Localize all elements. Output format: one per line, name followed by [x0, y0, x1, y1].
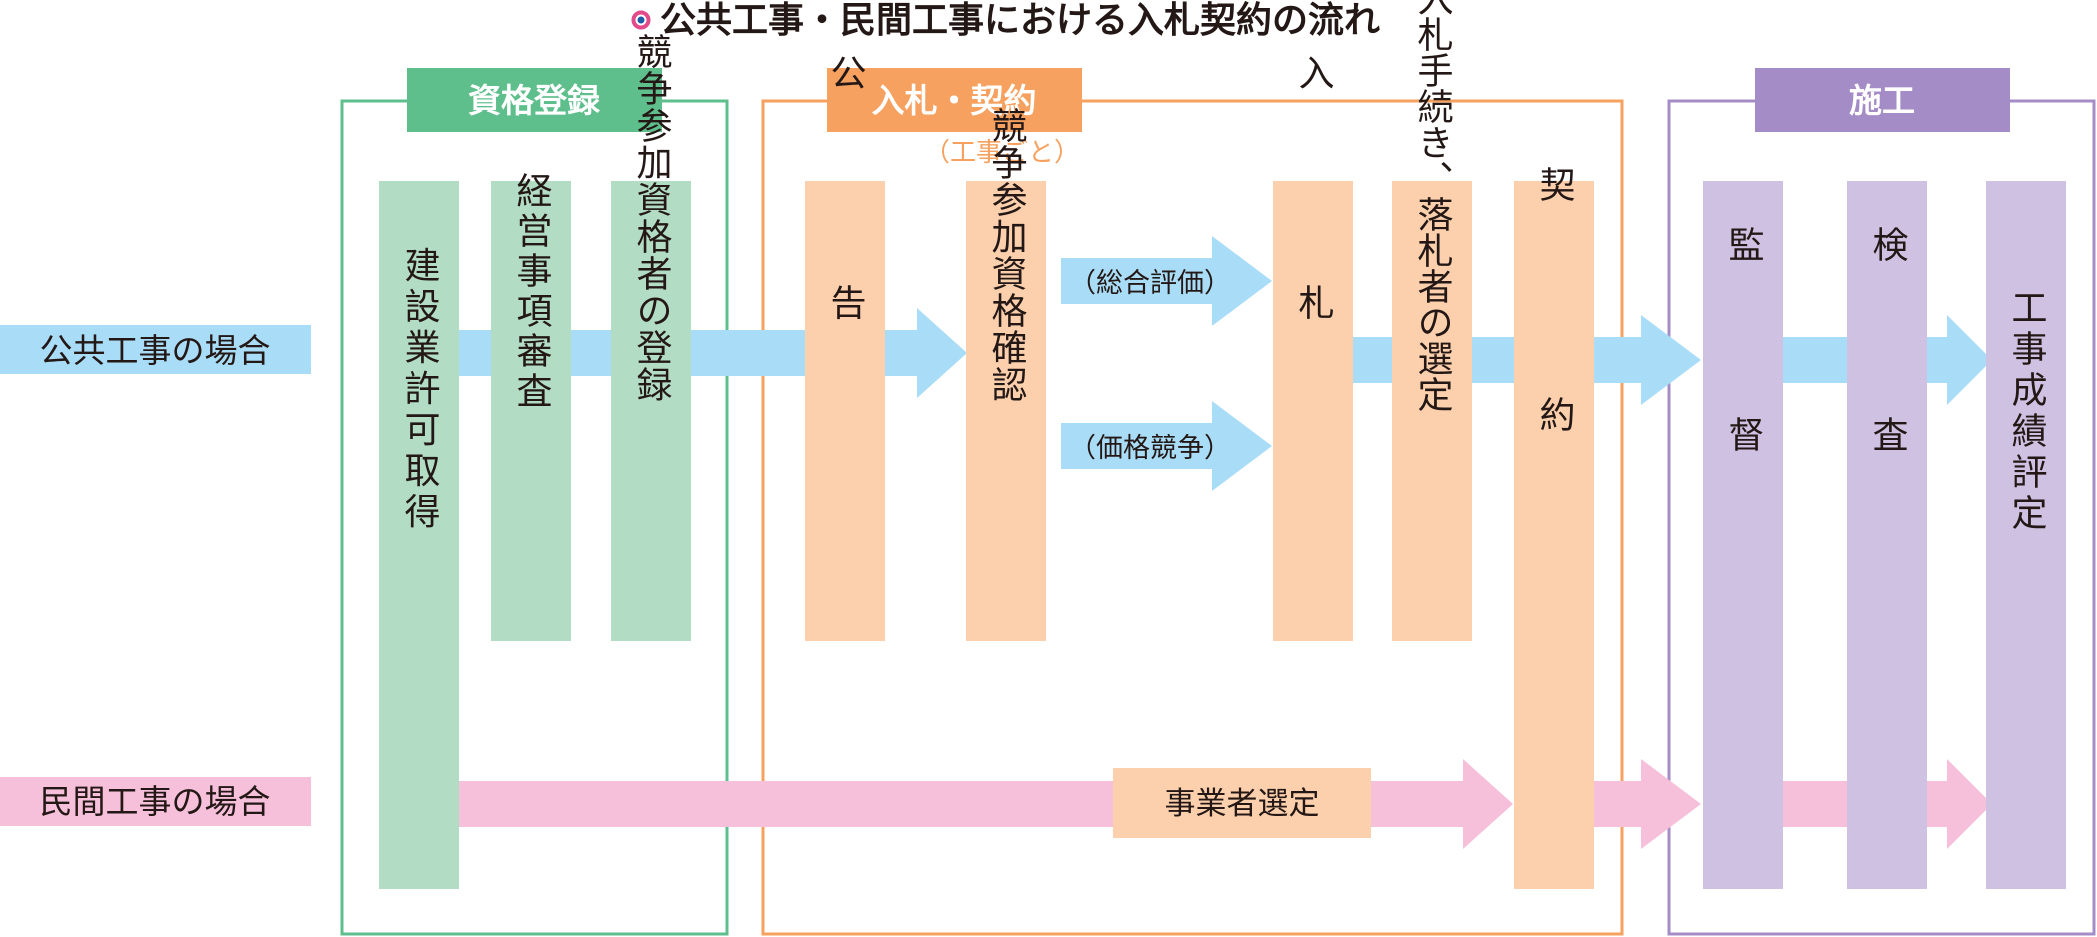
price-competition-arrow-body: [1061, 423, 1213, 469]
bidding-header-sublabel: （工事ごと）: [924, 138, 1080, 168]
qualification-header-label: 資格登録: [468, 81, 601, 120]
public-flow-arrow-2: [1641, 315, 1701, 405]
qualification-header: [407, 68, 662, 132]
column-inspection-label: 検査: [1867, 226, 1908, 606]
private-flow-arrow-3: [1947, 759, 1992, 849]
column-bidder-registration: [611, 181, 691, 641]
column-contract: [1514, 181, 1594, 889]
column-eligibility-check-label: 競争参加資格確認: [986, 107, 1028, 403]
column-supervision: [1703, 181, 1783, 889]
bidding-header-label: 入札・契約: [872, 81, 1037, 120]
public-flow-arrow-1: [917, 308, 967, 398]
public-flow-arrow-3: [1947, 315, 1992, 405]
column-license-acquisition-label: 建設業許可取得: [399, 246, 441, 533]
column-announcement: [805, 181, 885, 641]
column-license-acquisition: [379, 181, 459, 889]
private-flow-arrow-2: [1641, 759, 1701, 849]
title-bullet-icon: [631, 10, 651, 30]
column-contract-label: 契約: [1534, 166, 1575, 626]
bidding-frame: [761, 99, 1624, 936]
public-row-label-bg: [0, 325, 311, 374]
column-award-procedure: [1392, 181, 1472, 641]
column-management-review: [491, 181, 571, 641]
column-inspection: [1847, 181, 1927, 889]
column-performance-rating: [1986, 181, 2066, 889]
column-supervision-label: 監督: [1723, 226, 1764, 606]
public-row-label: 公共工事の場合: [40, 331, 271, 370]
private-row-label-bg: [0, 777, 311, 826]
column-bidding-label: 入札: [1293, 54, 1335, 514]
construction-header: [1755, 68, 2010, 132]
evaluation-arrows: （総合評価） （価格競争）: [1061, 236, 1272, 491]
column-eligibility-check: [966, 181, 1046, 641]
bidding-header: [827, 68, 1082, 132]
comprehensive-eval-arrow-body: [1061, 258, 1213, 304]
column-announcement-label: 公告: [825, 54, 866, 514]
title-bullet-inner-icon: [637, 16, 645, 24]
comprehensive-eval-arrow-head: [1212, 236, 1272, 326]
column-bidding: [1273, 181, 1353, 641]
private-row-label: 民間工事の場合: [40, 782, 271, 821]
column-award-procedure-label: 入札手続き、落札者の選定: [1412, 0, 1454, 412]
contractor-selection-box: [1113, 768, 1371, 838]
column-performance-rating-label: 工事成績評定: [2006, 289, 2047, 535]
diagram-title: 公共工事・民間工事における入札契約の流れ: [660, 0, 1380, 41]
column-bidder-registration-label: 競争参加資格者の登録: [631, 33, 673, 403]
price-competition-arrow-head: [1212, 401, 1272, 491]
construction-header-label: 施工: [1849, 81, 1915, 120]
title-group: 公共工事・民間工事における入札契約の流れ: [631, 0, 1380, 41]
price-competition-label: （価格競争）: [1069, 433, 1231, 464]
private-flow-arrow-1: [1463, 759, 1513, 849]
private-flow-bar-2: [1592, 781, 1642, 827]
comprehensive-eval-label: （総合評価）: [1069, 268, 1231, 299]
column-management-review-label: 経営事項審査: [511, 172, 552, 412]
contractor-selection-label: 事業者選定: [1165, 786, 1320, 822]
